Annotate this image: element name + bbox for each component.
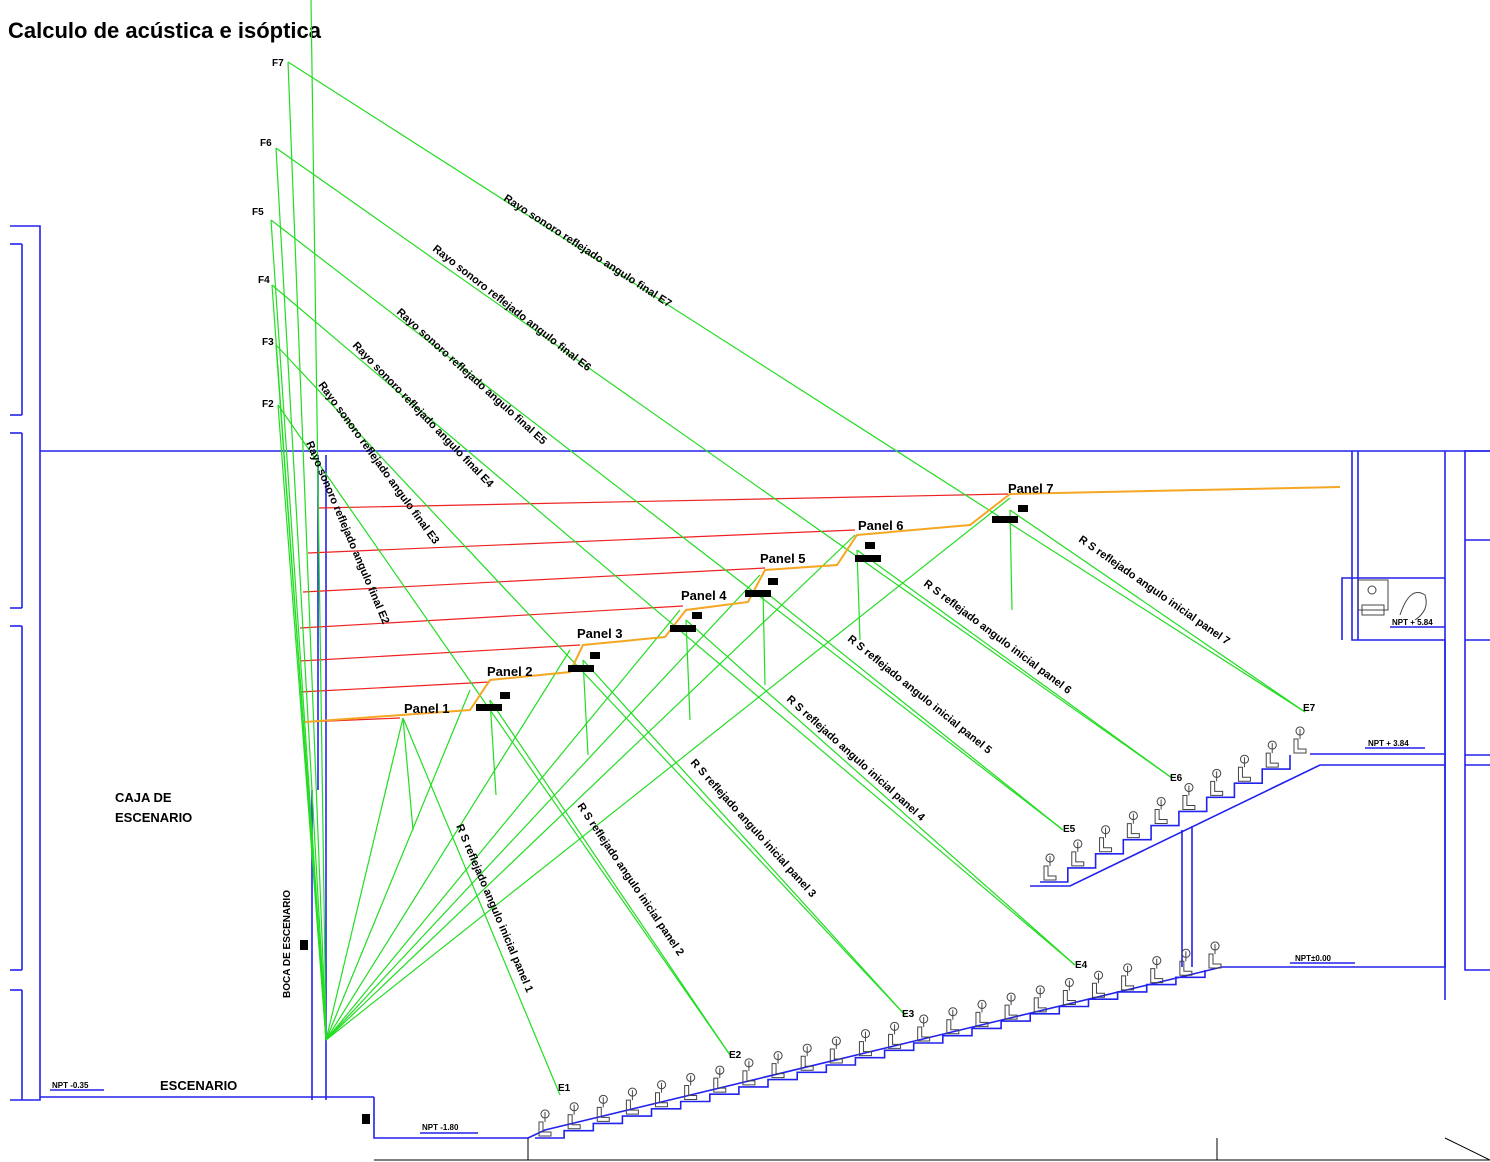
focus-labels: F7 F6 F5 F4 F3 F2 bbox=[252, 58, 284, 410]
seat-figure bbox=[1265, 740, 1279, 768]
panel-label: Panel 7 bbox=[1008, 481, 1054, 496]
initial-ray-label: R S reflejado angulo inicial panel 1 bbox=[453, 822, 535, 994]
initial-ray-label: R S reflejado angulo inicial panel 4 bbox=[784, 693, 928, 824]
initial-ray-label: R S reflejado angulo inicial panel 2 bbox=[575, 801, 686, 958]
seat-figure bbox=[684, 1072, 698, 1100]
seat-label: E6 bbox=[1170, 773, 1183, 784]
seat-figure bbox=[1043, 853, 1057, 881]
seat-figure bbox=[655, 1080, 669, 1108]
final-ray-labels: Rayo sonoro reflejado angulo final E2 Ra… bbox=[303, 192, 673, 625]
zone-labels: CAJA DE ESCENARIO ESCENARIO BOCA DE ESCE… bbox=[115, 790, 293, 1093]
seat-figure bbox=[1293, 726, 1307, 754]
seat-figure bbox=[1150, 956, 1164, 984]
seat-figure bbox=[1071, 839, 1085, 867]
level-label: NPT -0.35 bbox=[52, 1081, 89, 1090]
level-label: NPT + 3.84 bbox=[1368, 739, 1409, 748]
stage-box-label: CAJA DE bbox=[115, 790, 172, 805]
initial-ray-label: R S reflejado angulo inicial panel 3 bbox=[688, 757, 818, 900]
seat-figure bbox=[1126, 811, 1140, 839]
panel-label: Panel 4 bbox=[681, 588, 727, 603]
seat-figure bbox=[596, 1094, 610, 1122]
initial-ray-labels: R S reflejado angulo inicial panel 1 R S… bbox=[453, 534, 1232, 995]
seat-figure bbox=[538, 1109, 552, 1137]
seats bbox=[535, 726, 1307, 1139]
seat-figure bbox=[1179, 948, 1193, 976]
seat-figure bbox=[1182, 782, 1196, 810]
seat-figure bbox=[888, 1021, 902, 1049]
panel-label: Panel 3 bbox=[577, 626, 623, 641]
focus-label: F4 bbox=[258, 275, 270, 286]
initial-ray-label: R S reflejado angulo inicial panel 5 bbox=[845, 633, 994, 757]
seat-figure bbox=[829, 1036, 843, 1064]
stair-profile bbox=[535, 970, 1206, 1139]
final-ray-label: Rayo sonoro reflejado angulo final E7 bbox=[501, 192, 673, 310]
stage-box-label: ESCENARIO bbox=[115, 810, 192, 825]
seat-figure bbox=[1210, 768, 1224, 796]
seat-figure bbox=[1208, 941, 1222, 969]
seat-figure bbox=[1033, 985, 1047, 1013]
focus-label: F2 bbox=[262, 399, 274, 410]
seat-label: E7 bbox=[1303, 703, 1316, 714]
seat-figure bbox=[917, 1014, 931, 1042]
final-ray-label: Rayo sonoro reflejado angulo final E4 bbox=[350, 340, 496, 491]
seat-figure bbox=[771, 1051, 785, 1079]
level-label: NPT±0.00 bbox=[1295, 954, 1332, 963]
reflector-panels bbox=[304, 486, 1341, 723]
seat-figure bbox=[858, 1029, 872, 1057]
level-label: NPT + 5.84 bbox=[1392, 618, 1433, 627]
panel-label: Panel 2 bbox=[487, 664, 533, 679]
level-label: NPT -1.80 bbox=[422, 1123, 459, 1132]
page-title: Calculo de acústica e isóptica bbox=[8, 18, 322, 43]
panel-labels: Panel 1 Panel 2 Panel 3 Panel 4 Panel 5 … bbox=[404, 481, 1054, 716]
initial-ray-label: R S reflejado angulo inicial panel 7 bbox=[1076, 534, 1232, 648]
building-structure bbox=[10, 225, 1490, 1139]
stair-profile bbox=[1040, 755, 1291, 883]
seat-figure bbox=[1121, 963, 1135, 991]
focus-label: F5 bbox=[252, 207, 264, 218]
final-ray-label: Rayo sonoro reflejado angulo final E5 bbox=[394, 306, 549, 447]
seat-label: E3 bbox=[902, 1009, 915, 1020]
seat-figure bbox=[567, 1102, 581, 1130]
seat-figure bbox=[1154, 797, 1168, 825]
seat-figure bbox=[946, 1007, 960, 1035]
seat-figure bbox=[742, 1058, 756, 1086]
seat-figure bbox=[1099, 825, 1113, 853]
seat-figure bbox=[800, 1043, 814, 1071]
stage-label: ESCENARIO bbox=[160, 1078, 237, 1093]
panel-label: Panel 5 bbox=[760, 551, 806, 566]
seat-label: E5 bbox=[1063, 824, 1076, 835]
seat-label: E1 bbox=[558, 1083, 571, 1094]
focus-label: F3 bbox=[262, 337, 274, 348]
initial-ray-label: R S reflejado angulo inicial panel 6 bbox=[921, 578, 1073, 697]
focus-label: F6 bbox=[260, 138, 272, 149]
seat-figure bbox=[625, 1087, 639, 1115]
seat-labels: E1 E2 E3 E4 E5 E6 E7 bbox=[558, 703, 1316, 1094]
seat-figure bbox=[1091, 970, 1105, 998]
seat-figure bbox=[1004, 992, 1018, 1020]
seat-figure bbox=[1237, 754, 1251, 782]
seat-label: E4 bbox=[1075, 960, 1088, 971]
focus-label: F7 bbox=[272, 58, 284, 69]
panel-label: Panel 6 bbox=[858, 518, 904, 533]
seat-figure bbox=[1062, 978, 1076, 1006]
seat-figure bbox=[975, 999, 989, 1027]
panel-label: Panel 1 bbox=[404, 701, 450, 716]
projection-booth bbox=[1357, 579, 1427, 621]
foundation-line bbox=[300, 940, 1490, 1161]
seat-figure bbox=[713, 1065, 727, 1093]
stage-mouth-label: BOCA DE ESCENARIO bbox=[282, 890, 293, 998]
seat-label: E2 bbox=[729, 1050, 742, 1061]
level-labels: NPT -0.35 NPT -1.80 NPT±0.00 NPT + 3.84 … bbox=[52, 618, 1433, 1132]
